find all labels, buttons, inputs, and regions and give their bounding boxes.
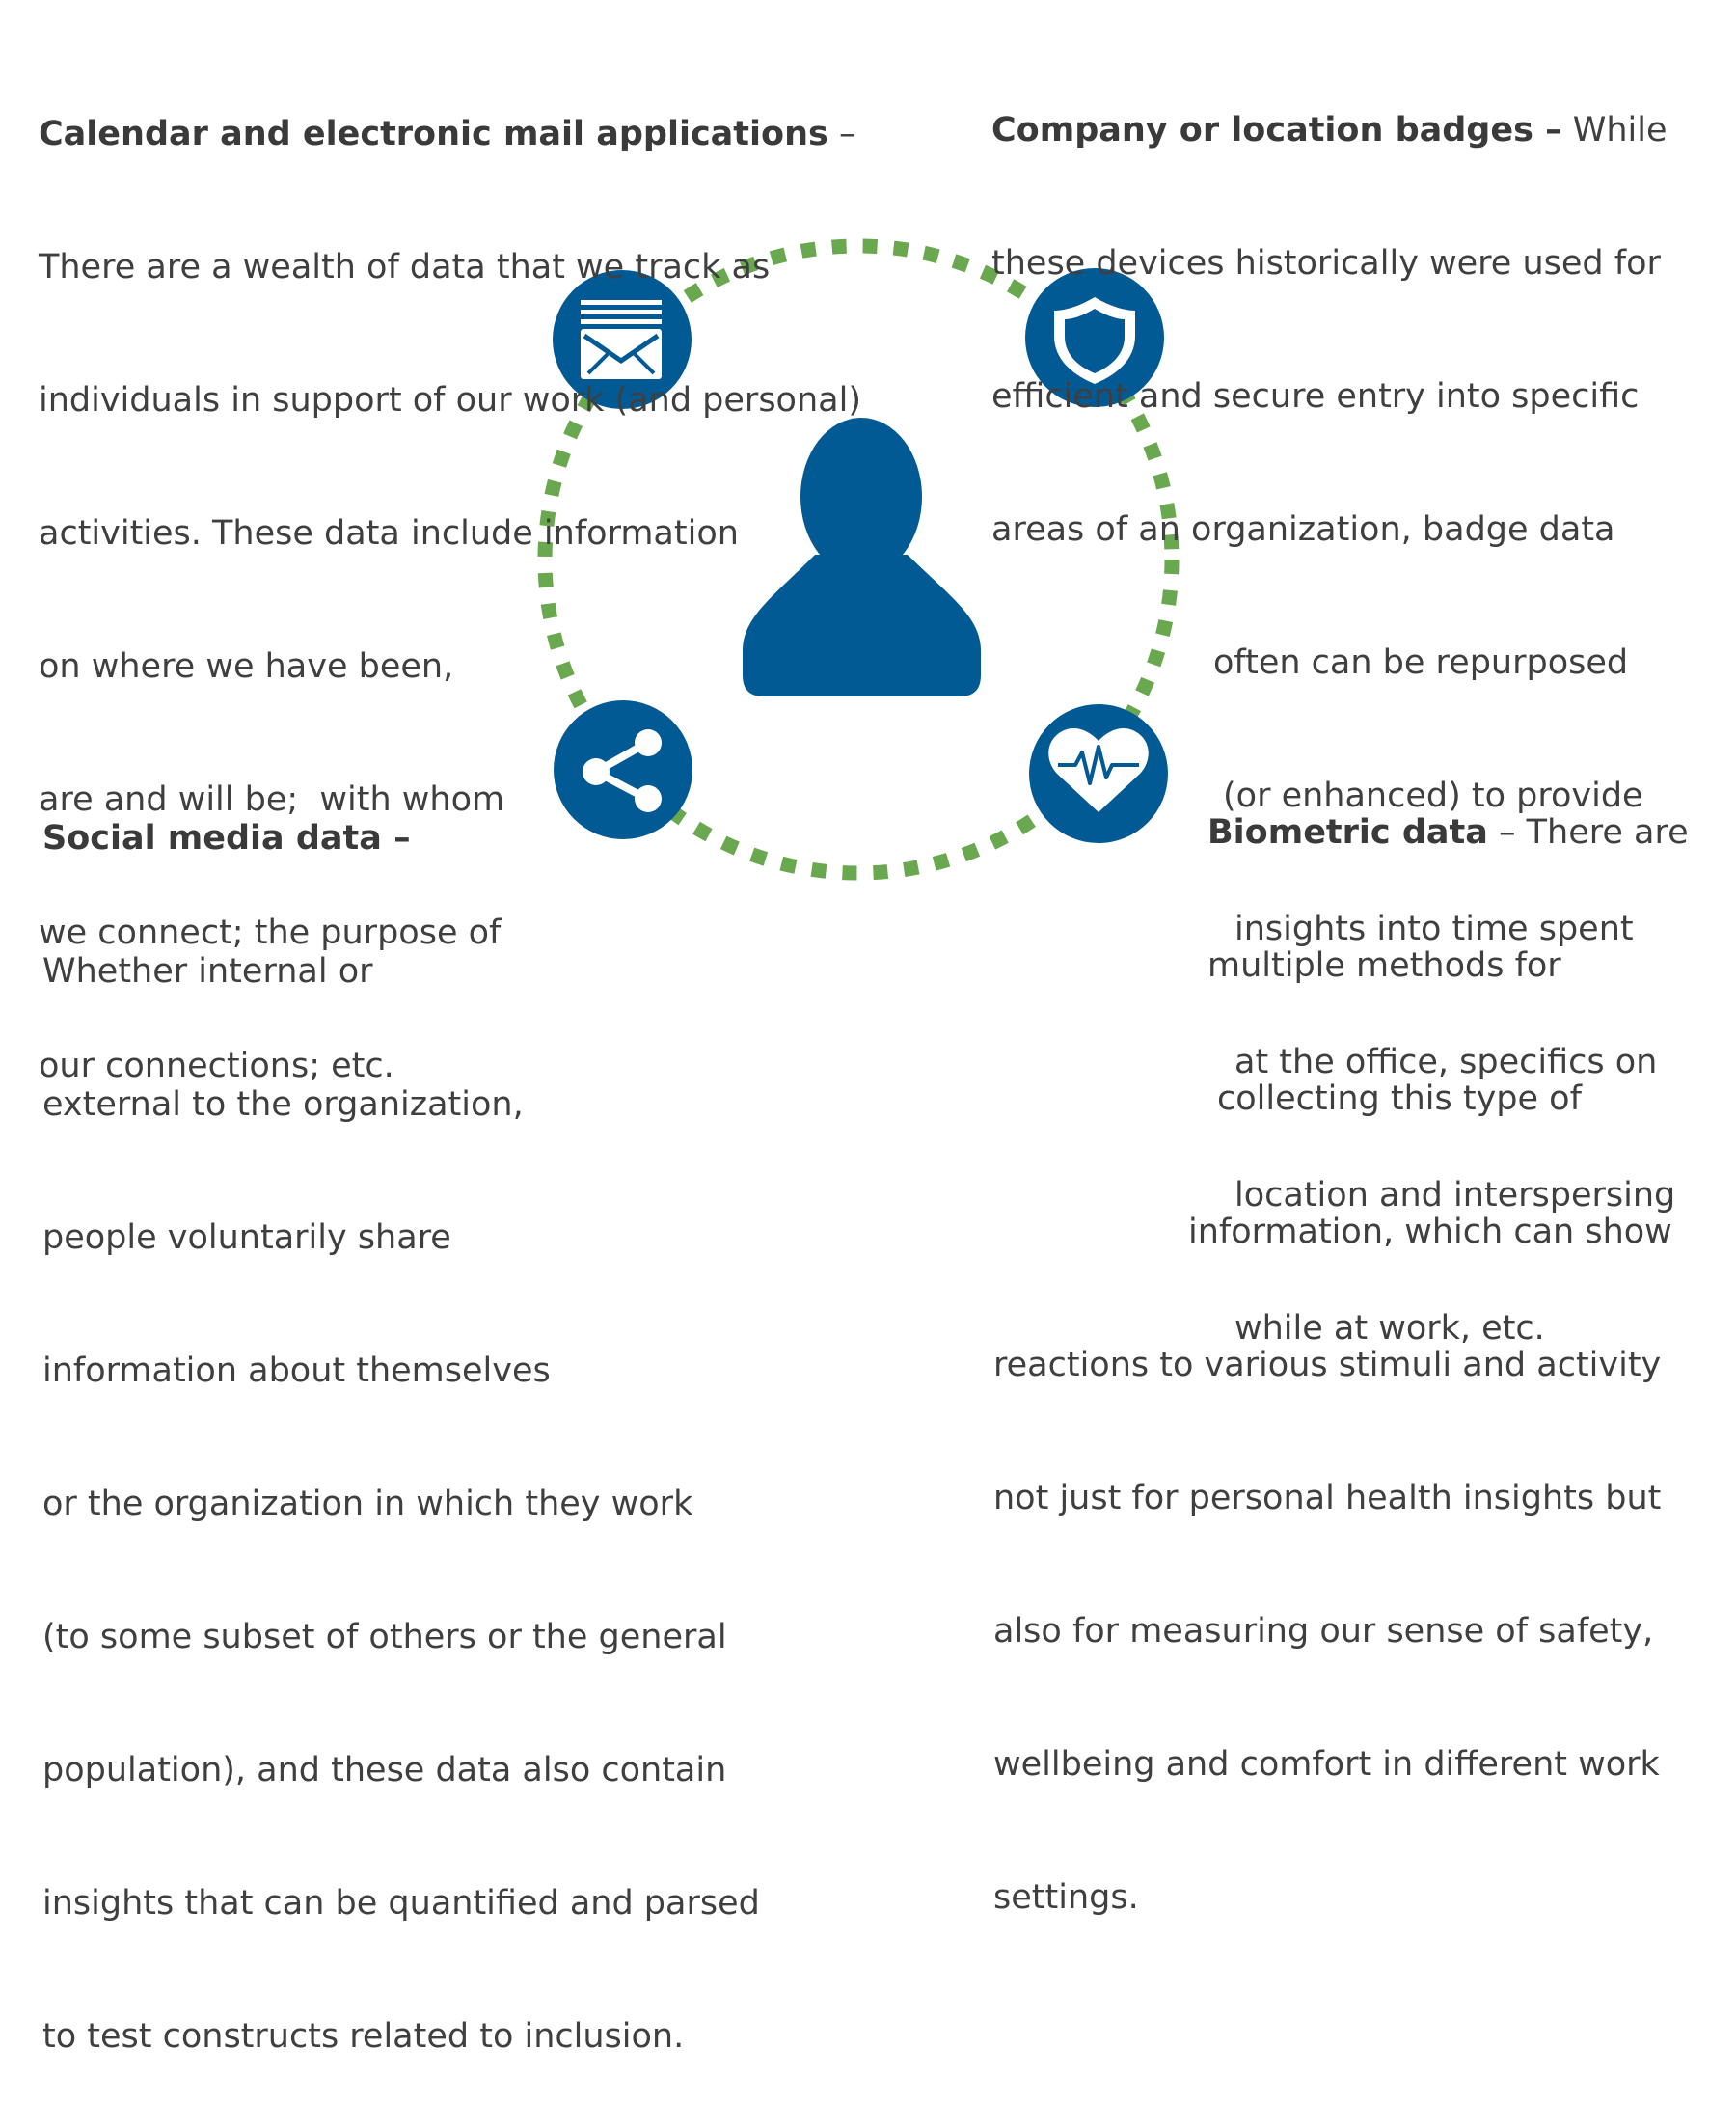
biometric-line: reactions to various stimuli and activit… bbox=[993, 1346, 1662, 1384]
biometric-line: not just for personal health insights bu… bbox=[993, 1479, 1662, 1517]
social-line: to test constructs related to inclusion. bbox=[42, 2017, 685, 2056]
badges-line: at the office, specifics on bbox=[1234, 1043, 1658, 1081]
biometric-block: Biometric data – There are multiple meth… bbox=[993, 722, 1689, 1964]
share-icon bbox=[554, 700, 692, 839]
biometric-line: collecting this type of bbox=[1217, 1079, 1582, 1118]
social-line: or the organization in which they work bbox=[42, 1485, 693, 1523]
envelope-icon bbox=[553, 270, 692, 409]
social-line: insights that can be quantified and pars… bbox=[42, 1884, 760, 1923]
person-icon bbox=[743, 418, 981, 696]
biometric-line: information, which can show bbox=[1188, 1213, 1672, 1251]
social-line: Whether internal or bbox=[42, 952, 373, 991]
social-line: (to some subset of others or the general bbox=[42, 1618, 727, 1656]
badges-line: (or enhanced) to provide bbox=[1223, 777, 1643, 815]
badges-line: efficient and secure entry into specific bbox=[991, 377, 1640, 416]
biometric-line: wellbeing and comfort in different work bbox=[993, 1745, 1660, 1784]
calendar-line: are and will be; with whom bbox=[39, 780, 505, 819]
calendar-line: our connections; etc. bbox=[39, 1047, 394, 1085]
biometric-first-line: – There are bbox=[1487, 813, 1689, 852]
calendar-email-block: Calendar and electronic mail application… bbox=[39, 23, 861, 1133]
diagram bbox=[537, 238, 1180, 881]
calendar-line: There are a wealth of data that we track… bbox=[39, 248, 771, 287]
badges-first-line: While bbox=[1561, 111, 1668, 150]
heart-pulse-icon bbox=[1029, 704, 1168, 843]
badges-line: these devices historically were used for bbox=[991, 244, 1661, 283]
badges-line: areas of an organization, badge data bbox=[991, 510, 1615, 549]
social-line: population), and these data also contain bbox=[42, 1751, 727, 1789]
badges-heading: Company or location badges – bbox=[991, 111, 1562, 150]
calendar-line: individuals in support of our work (and … bbox=[39, 381, 861, 420]
biometric-line: settings. bbox=[993, 1878, 1139, 1917]
calendar-heading: Calendar and electronic mail application… bbox=[39, 115, 828, 153]
social-media-block: Social media data – Whether internal or … bbox=[42, 727, 760, 2103]
social-line: external to the organization, bbox=[42, 1085, 524, 1124]
social-heading: Social media data – bbox=[42, 819, 411, 858]
shield-icon bbox=[1025, 268, 1164, 407]
badges-line: often can be repurposed bbox=[1213, 643, 1629, 682]
dotted-ring bbox=[537, 238, 1180, 881]
biometric-heading: Biometric data bbox=[1207, 813, 1488, 852]
social-line: people voluntarily share bbox=[42, 1218, 451, 1257]
biometric-line: multiple methods for bbox=[1207, 946, 1561, 985]
social-line: information about themselves bbox=[42, 1352, 551, 1390]
calendar-line: on where we have been, bbox=[39, 647, 454, 686]
calendar-line: activities. These data include informati… bbox=[39, 514, 739, 553]
badges-line: insights into time spent bbox=[1234, 910, 1634, 948]
biometric-line: also for measuring our sense of safety, bbox=[993, 1612, 1654, 1651]
calendar-dash: – bbox=[827, 115, 856, 153]
calendar-line: we connect; the purpose of bbox=[39, 914, 502, 952]
